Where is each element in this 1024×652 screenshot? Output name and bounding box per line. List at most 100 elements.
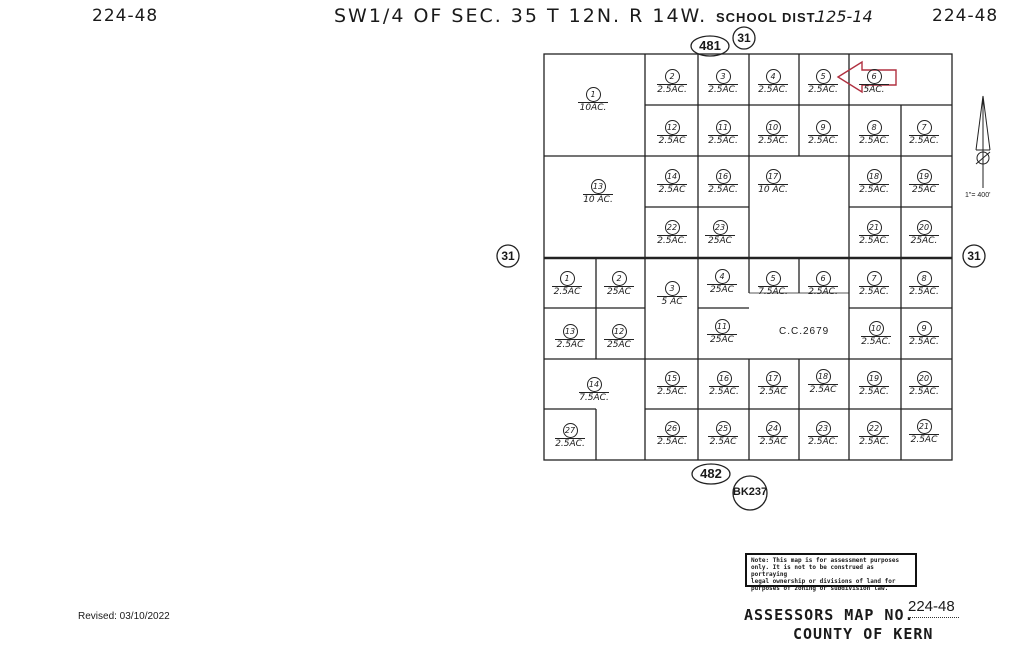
parcel-number: 13 [590,179,606,194]
parcel-number: 5 [765,271,781,286]
parcel-area: 10 AC. [583,195,613,205]
parcel-area: 5AC. [863,85,885,95]
parcel-number: 17 [765,169,781,184]
parcel-area: 25AC [912,185,936,195]
parcel-number: 23 [815,421,831,436]
parcel-number: 21 [916,419,932,434]
book-marker [732,475,768,511]
parcel-area: 2.5AC [553,287,581,297]
map-title: SW1/4 OF SEC. 35 T 12N. R 14W. [334,5,708,27]
parcel-number: 7 [866,271,882,286]
parcel-number: 14 [664,169,680,184]
parcel-area: 2.5AC [658,136,686,146]
parcel-number: 24 [765,421,781,436]
parcel-area: 25AC [708,236,732,246]
parcel-area: 2.5AC. [555,439,585,449]
book-label: BK237 [732,486,768,498]
parcel-number: 9 [916,321,932,336]
parcel-number: 1 [585,87,601,102]
parcel-area: 2.5AC. [859,437,889,447]
parcel-number: 27 [562,423,578,438]
road-marker-top [690,35,730,57]
parcel-number: 20 [916,220,932,235]
parcel-number: 11 [715,120,731,135]
parcel-number: 2 [611,271,627,286]
road-label-top: 481 [699,38,721,53]
parcel-area: 2.5AC [910,435,938,445]
parcel-area: 2.5AC. [808,287,838,297]
parcel-area: 2.5AC. [808,437,838,447]
parcel-number: 18 [815,369,831,384]
parcel-number: 5 [815,69,831,84]
parcel-area: 2.5AC. [859,387,889,397]
parcel-number: 3 [664,281,680,296]
parcel-area: 2.5AC [556,340,584,350]
parcel-number: 19 [866,371,882,386]
map-number-left: 224-48 [92,6,159,26]
parcel-number: 22 [664,220,680,235]
parcel-area: 7.5AC. [579,393,609,403]
parcel-area: 2.5AC. [909,287,939,297]
parcel-area: 2.5AC [759,437,787,447]
note-line: purposes of zoning or subdivision law. [751,585,889,592]
parcel-area: 2.5AC. [657,387,687,397]
parcel-area: 2.5AC. [859,236,889,246]
parcel-area: 2.5AC [658,185,686,195]
parcel-area: 25AC [607,340,631,350]
map-number-right: 224-48 [932,6,999,26]
route-marker-left [496,244,520,268]
school-district-value: 125-14 [816,7,873,26]
route-label-right: 31 [967,249,981,263]
parcel-number: 7 [916,120,932,135]
assessors-map-label: ASSESSORS MAP NO. [744,606,915,624]
parcel-number: 25 [715,421,731,436]
parcel-number: 14 [586,377,602,392]
parcel-number: 3 [715,69,731,84]
parcel-number: 16 [716,371,732,386]
route-marker-right [962,244,986,268]
parcel-number: 23 [712,220,728,235]
route-label-left: 31 [501,249,515,263]
parcel-number: 2 [664,69,680,84]
certificate-of-compliance-label: C.C.2679 [779,326,830,337]
note-line: only. It is not to be construed as portr… [751,564,874,578]
parcel-number: 18 [866,169,882,184]
parcel-number: 8 [866,120,882,135]
parcel-area: 2.5AC. [808,85,838,95]
parcel-number: 22 [866,421,882,436]
parcel-area: 2.5AC [809,385,837,395]
parcel-number: 20 [916,371,932,386]
parcel-area: 2.5AC. [708,85,738,95]
parcel-area: 2.5AC. [859,287,889,297]
parcel-number: 4 [765,69,781,84]
parcel-number: 10 [868,321,884,336]
assessors-map-number: 224-48 [908,598,959,618]
